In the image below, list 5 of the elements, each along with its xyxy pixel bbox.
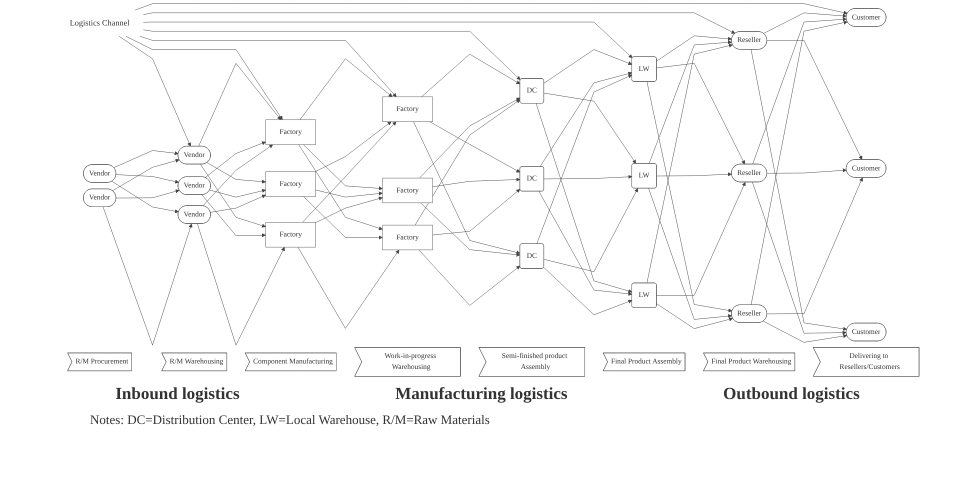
phase-label: Outbound logistics [723,384,860,404]
node-text: Logistics Channel [70,18,130,28]
notes-text: Notes: DC=Distribution Center, LW=Local Warehouse, R/M=Raw Materials [90,412,490,428]
phase-label: Inbound logistics [115,384,240,404]
phase-label: Manufacturing logistics [395,384,568,404]
